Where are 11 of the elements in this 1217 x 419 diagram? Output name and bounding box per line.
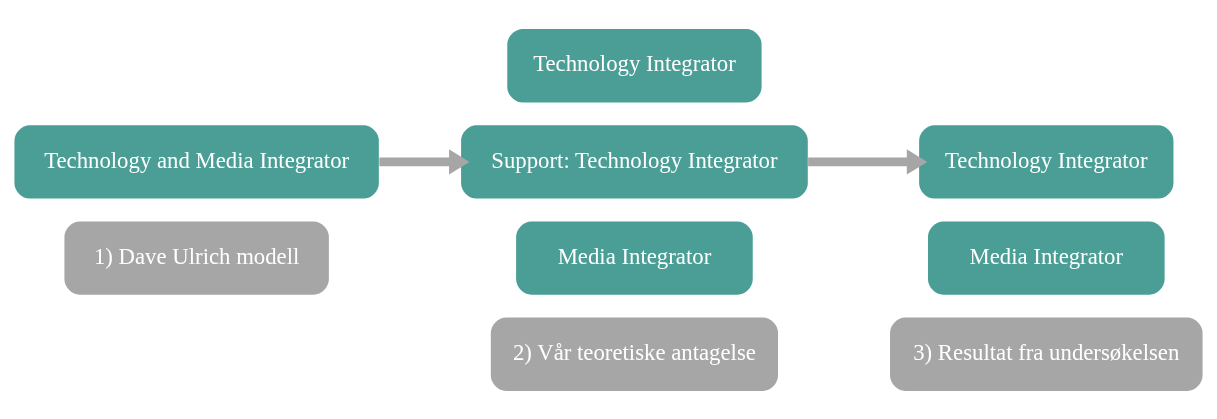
- arrow: [379, 148, 470, 174]
- node-box: Media Integrator: [516, 220, 753, 295]
- node-box: Technology Integrator: [507, 28, 762, 102]
- node-box: Technology and Media Integrator: [14, 124, 379, 199]
- node-box: Support: Technology Integrator: [461, 124, 808, 199]
- node-box: 3) Resultat fra undersøkelsen: [890, 317, 1203, 391]
- node-box: Media Integrator: [928, 220, 1165, 295]
- node-box: 1) Dave Ulrich modell: [64, 220, 329, 295]
- node-box: Technology Integrator: [919, 124, 1174, 199]
- node-box: 2) Vår teoretiske antagelse: [490, 317, 779, 391]
- arrow: [808, 148, 928, 174]
